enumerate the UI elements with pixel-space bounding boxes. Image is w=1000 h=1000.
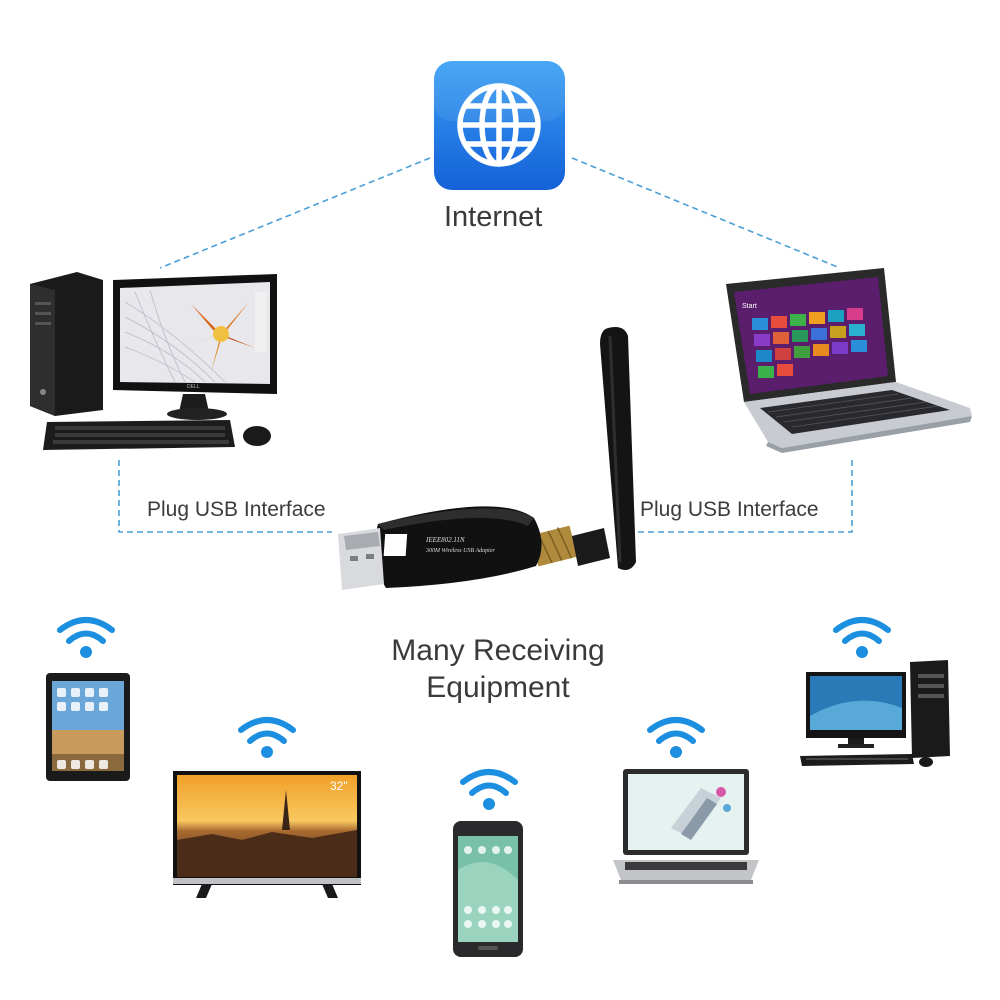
line-internet-laptop — [571, 157, 841, 269]
wifi-icon — [238, 717, 296, 758]
globe-icon — [434, 61, 565, 190]
internet-tile — [433, 60, 566, 191]
internet-label: Internet — [444, 201, 543, 233]
usb-wifi-adapter: N Wi-Fi IEEE802.11N 300M Wireless USB Ad… — [338, 322, 638, 590]
adapter-product: 300M Wireless USB Adapter — [425, 548, 495, 554]
line-desktop-adapter — [118, 460, 332, 533]
desktop-computer: DELL — [25, 272, 285, 457]
laptop-computer: Start — [722, 268, 974, 453]
line-laptop-adapter — [638, 458, 853, 533]
small-laptop-device — [613, 769, 759, 884]
tablet-device — [46, 673, 130, 781]
tv-size: 32" — [330, 779, 348, 793]
receivers-label-line1: Many Receiving — [391, 634, 605, 667]
adapter-body — [374, 506, 542, 588]
antenna-connector — [530, 525, 578, 567]
left-usb-label: Plug USB Interface — [147, 498, 326, 521]
laptop-start-text: Start — [742, 303, 757, 310]
tv-device: 32" — [173, 771, 361, 898]
antenna — [600, 327, 636, 570]
adapter-spec: IEEE802.11N — [425, 536, 465, 544]
small-desktop-device — [800, 660, 950, 767]
line-internet-desktop — [159, 157, 431, 269]
svg-text:Wi-Fi: Wi-Fi — [386, 544, 398, 550]
smartphone-device — [453, 821, 523, 957]
n-badge — [383, 534, 408, 556]
desktop-brand: DELL — [187, 384, 200, 390]
wifi-icon — [833, 617, 891, 658]
receivers-label-line2: Equipment — [426, 671, 570, 704]
right-usb-label: Plug USB Interface — [640, 498, 819, 521]
wifi-icon — [57, 617, 115, 658]
svg-text:N: N — [408, 537, 421, 557]
receivers-label: Many Receiving Equipment — [368, 632, 628, 706]
wifi-icon — [460, 769, 518, 810]
wifi-icon — [647, 717, 705, 758]
